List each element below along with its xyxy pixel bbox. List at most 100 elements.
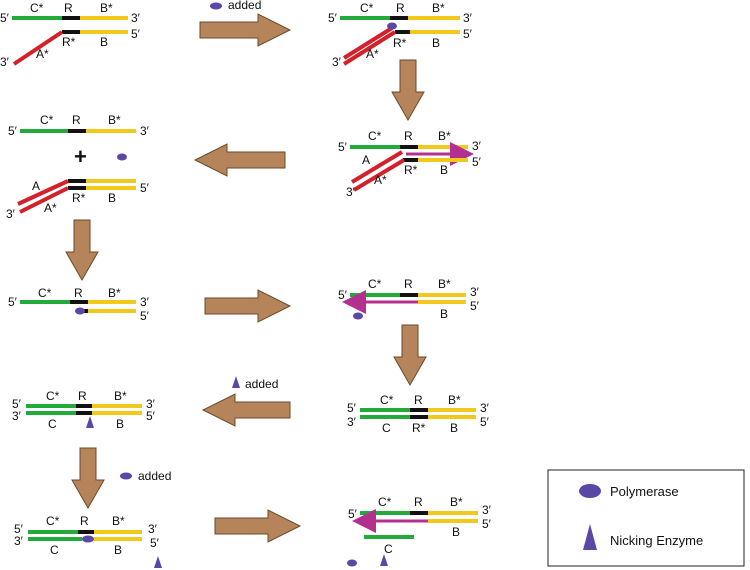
label-3prime: 3′ xyxy=(480,401,490,415)
arrow-left xyxy=(193,143,286,177)
label-b-star: B* xyxy=(112,514,125,528)
label-3prime: 3′ xyxy=(463,11,473,25)
label-3prime: 3′ xyxy=(14,534,24,548)
label-5prime: 5′ xyxy=(482,517,492,531)
label-a-star: A* xyxy=(44,201,57,215)
step-9: 5′ 3′ C* R B* 3′ 5′ C B xyxy=(14,514,162,568)
label-5prime: 5′ xyxy=(0,11,10,25)
strand-a-star xyxy=(342,30,397,66)
legend-box xyxy=(547,469,745,567)
label-5prime: 5′ xyxy=(8,295,18,309)
label-r-star: R* xyxy=(62,35,76,49)
label-a-star: A* xyxy=(374,173,387,187)
label-5prime: 5′ xyxy=(328,11,338,25)
label-b-star: B* xyxy=(108,286,121,300)
label-r-star: R* xyxy=(393,36,407,50)
polymerase-icon xyxy=(353,312,363,320)
label-5prime: 5′ xyxy=(140,181,150,195)
label-5prime: 5′ xyxy=(480,415,490,429)
label-r: R xyxy=(404,129,413,143)
label-c-star: C* xyxy=(368,277,382,291)
label-b-star: B* xyxy=(448,393,461,407)
label-b-star: B* xyxy=(438,277,451,291)
label-5prime: 5′ xyxy=(12,397,22,411)
label-5prime: 5′ xyxy=(338,140,348,154)
label-5prime: 5′ xyxy=(14,522,24,536)
label-5prime: 5′ xyxy=(470,299,480,313)
label-b: B xyxy=(116,417,124,431)
label-b-star: B* xyxy=(432,1,445,15)
nicking-enzyme-added-note: added xyxy=(232,376,278,391)
legend: Polymerase Nicking Enzyme xyxy=(547,469,745,567)
strand-a xyxy=(350,150,404,184)
arrow-right xyxy=(204,289,292,323)
step-3: 5′ C* R B* 3′ 5′ A R* B A* 3′ xyxy=(338,129,482,199)
label-3prime: 3′ xyxy=(131,11,141,25)
label-b: B xyxy=(108,191,116,205)
label-r: R xyxy=(74,286,83,300)
polymerase-icon xyxy=(210,2,222,10)
label-5prime: 5′ xyxy=(8,124,18,138)
label-c-star: C* xyxy=(46,514,60,528)
label-b-star: B* xyxy=(100,1,113,15)
label-c-star: C* xyxy=(38,286,52,300)
label-a-star: A* xyxy=(36,47,49,61)
added-label: added xyxy=(228,0,261,12)
label-c-star: C* xyxy=(46,389,60,403)
polymerase-icon xyxy=(117,153,127,161)
label-r: R xyxy=(414,495,423,509)
strand-a-star xyxy=(352,158,406,192)
label-3prime: 3′ xyxy=(12,409,22,423)
label-r-star: R* xyxy=(404,163,418,177)
label-r-star: R* xyxy=(412,421,426,435)
polymerase-icon xyxy=(75,307,85,315)
label-3prime: 3′ xyxy=(332,55,342,69)
label-5prime: 5′ xyxy=(348,507,358,521)
label-a-star: A* xyxy=(366,47,379,61)
polymerase-added-note: added xyxy=(210,0,261,12)
nicking-enzyme-icon xyxy=(232,376,240,388)
label-c: C xyxy=(48,417,57,431)
label-b-star: B* xyxy=(450,495,463,509)
polymerase-icon xyxy=(347,559,357,567)
label-a: A xyxy=(362,153,370,167)
polymerase-icon xyxy=(82,535,94,543)
label-5prime: 5′ xyxy=(347,401,357,415)
label-c: C xyxy=(382,421,391,435)
step-7: 5′ 3′ C* R B* 3′ 5′ C R* B xyxy=(347,393,490,435)
label-a: A xyxy=(32,179,40,193)
label-b: B xyxy=(450,421,458,435)
label-3prime: 3′ xyxy=(140,124,150,138)
label-c: C xyxy=(50,543,59,557)
label-c-star: C* xyxy=(378,495,392,509)
label-3prime: 3′ xyxy=(482,503,492,517)
plus-sign: + xyxy=(74,144,87,169)
polymerase-icon xyxy=(387,22,397,30)
label-3prime: 3′ xyxy=(346,185,356,199)
label-b-star: B* xyxy=(108,113,121,127)
label-r: R xyxy=(396,1,405,15)
step-10: 5′ C* R B* 3′ 5′ B C xyxy=(347,495,492,567)
arrow-down xyxy=(393,324,427,387)
label-r: R xyxy=(414,393,423,407)
label-5prime: 5′ xyxy=(150,536,160,550)
label-3prime: 3′ xyxy=(146,397,156,411)
label-b: B xyxy=(452,525,460,539)
label-5prime: 5′ xyxy=(463,27,473,41)
label-r: R xyxy=(64,1,73,15)
label-c: C xyxy=(384,542,393,556)
label-r: R xyxy=(72,113,81,127)
nicking-enzyme-icon xyxy=(154,556,162,568)
label-5prime: 5′ xyxy=(472,155,482,169)
label-5prime: 5′ xyxy=(146,409,156,423)
added-label: added xyxy=(138,469,171,483)
step-1: 5′ C* R B* 3′ R* B 5′ A* 3′ xyxy=(0,1,141,69)
strand-a-star xyxy=(19,186,69,214)
label-5prime: 5′ xyxy=(338,288,348,302)
strand-a xyxy=(17,179,69,206)
arrow-right xyxy=(199,13,292,47)
nicking-enzyme-icon xyxy=(380,554,388,566)
label-c-star: C* xyxy=(368,129,382,143)
strand-a-star xyxy=(342,26,394,60)
